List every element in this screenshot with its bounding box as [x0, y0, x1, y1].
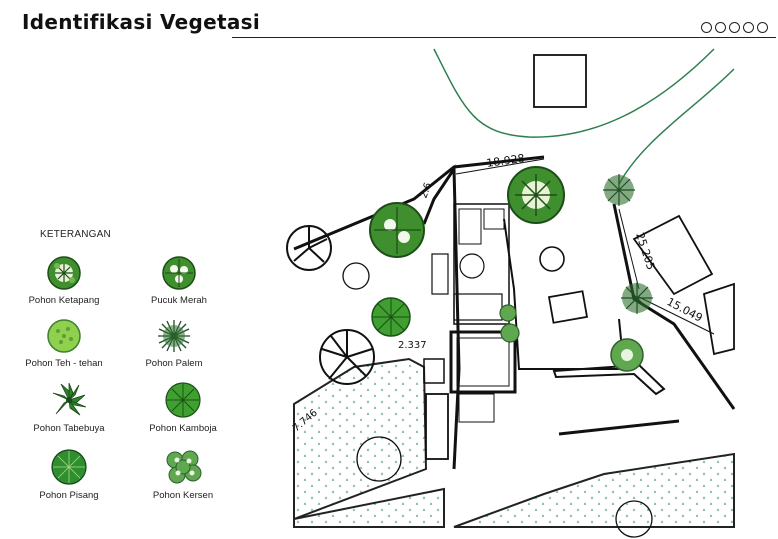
building	[449, 330, 517, 394]
building	[456, 337, 510, 387]
legend-item-tabebuya: Pohon Tabebuya	[21, 381, 117, 434]
road-edge	[558, 419, 680, 436]
building	[702, 282, 735, 356]
tabebuya-tree-icon	[52, 382, 87, 416]
ketapang-tree-icon	[47, 256, 81, 290]
legend-item-kamboja: Pohon Kamboja	[135, 381, 231, 434]
road-edge	[612, 203, 736, 410]
legend-label: Pohon Pisang	[39, 490, 99, 501]
legend-label: Pohon Kamboja	[149, 423, 217, 434]
legend-title: KETERANGAN	[40, 229, 111, 240]
building	[547, 290, 589, 324]
building	[423, 358, 445, 384]
building	[453, 203, 510, 325]
dimension-line	[455, 158, 545, 175]
kersen-tree-icon	[500, 323, 520, 343]
indicator-dot	[701, 22, 712, 33]
pisang-tree-icon	[51, 449, 87, 485]
kersen-tree-icon	[610, 338, 644, 372]
building	[458, 393, 495, 423]
building	[459, 253, 485, 279]
legend-label: Pohon Palem	[145, 358, 203, 369]
pucuk-merah-tree-icon	[369, 202, 425, 258]
existing-tree-outline	[342, 262, 653, 538]
contour-line	[618, 68, 735, 185]
existing-tree-outline	[319, 329, 375, 385]
road-edge	[293, 155, 545, 251]
indicator-dot	[729, 22, 740, 33]
site-plan: 18.928 25.205 15.049 2.337 7.746 2.6	[286, 48, 736, 538]
kamboja-tree-icon	[165, 382, 201, 418]
dimension-line	[638, 296, 715, 335]
dimension-label: 2.337	[398, 340, 427, 351]
building	[425, 393, 449, 460]
dimension-line	[618, 208, 640, 290]
legend-item-ketapang: Pohon Ketapang	[16, 255, 112, 306]
page-indicator	[701, 22, 768, 33]
indicator-dot	[715, 22, 726, 33]
indicator-dot	[757, 22, 768, 33]
palem-tree-icon	[603, 174, 635, 206]
legend-label: Pohon Teh - tehan	[25, 358, 103, 369]
building	[483, 208, 505, 230]
legend-item-palem: Pohon Palem	[126, 318, 222, 369]
legend-label: Pohon Kersen	[152, 490, 214, 501]
kersen-tree-icon	[499, 304, 517, 322]
legend-label: Pohon Ketapang	[28, 295, 100, 306]
kersen-tree-icon	[166, 450, 202, 484]
legend-label: Pucuk Merah	[151, 295, 207, 306]
grass-area	[293, 487, 445, 528]
dimension-label: 18.928	[486, 152, 526, 170]
building	[458, 208, 482, 245]
dimension-label: 2.6	[418, 181, 434, 200]
road-edge	[422, 164, 461, 470]
teh-tehan-tree-icon	[47, 319, 81, 353]
palem-tree-icon	[158, 320, 190, 352]
kamboja-tree-icon	[371, 297, 411, 337]
building	[539, 246, 565, 272]
legend-item-pucuk-merah: Pucuk Merah	[131, 255, 227, 306]
legend-label: Pohon Tabebuya	[33, 423, 105, 434]
ketapang-tree-icon	[507, 166, 565, 224]
legend-item-kersen: Pohon Kersen	[135, 448, 231, 501]
building	[431, 253, 449, 295]
title-underline	[232, 37, 776, 38]
contour-line	[433, 48, 715, 138]
page-title: Identifikasi Vegetasi	[22, 10, 260, 34]
palem-tree-icon	[621, 282, 653, 314]
grass-area	[453, 452, 735, 528]
pucuk-merah-tree-icon	[162, 256, 196, 290]
existing-tree-outline	[286, 225, 332, 271]
legend-item-teh-tehan: Pohon Teh - tehan	[16, 318, 112, 369]
building	[533, 54, 587, 108]
indicator-dot	[743, 22, 754, 33]
legend-item-pisang: Pohon Pisang	[21, 448, 117, 501]
building	[632, 214, 714, 296]
